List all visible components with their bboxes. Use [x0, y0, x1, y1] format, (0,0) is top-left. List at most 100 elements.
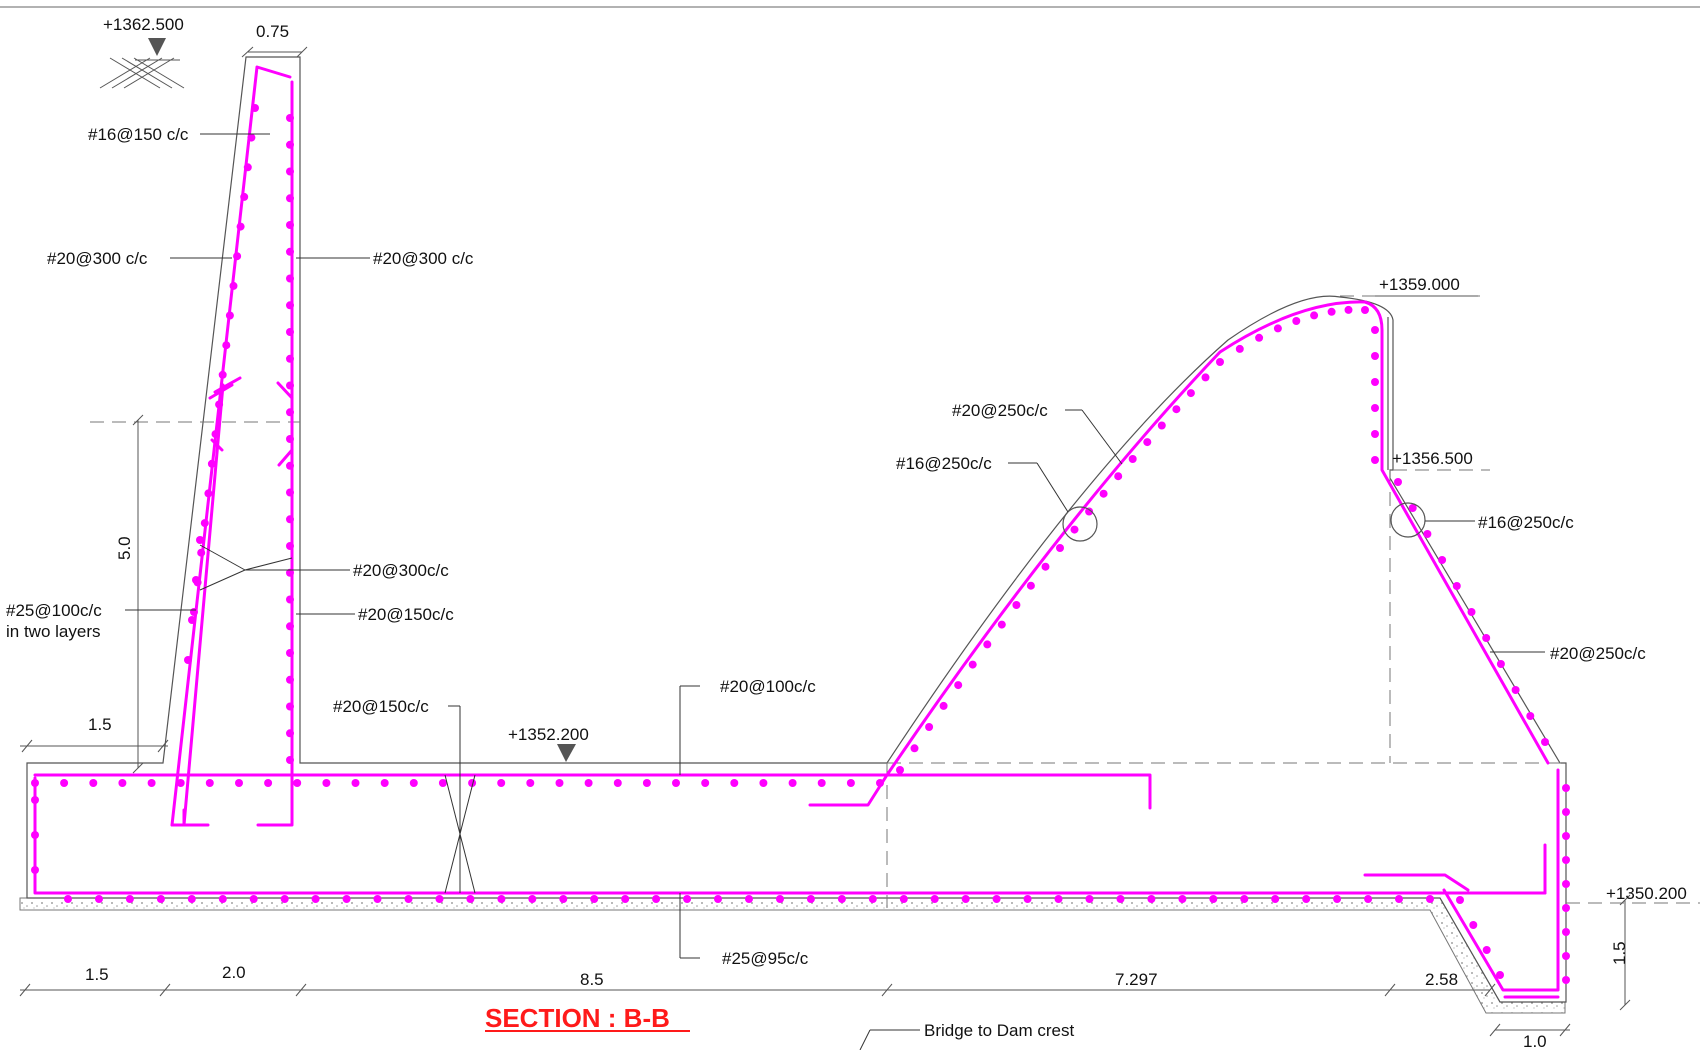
rebar-dot	[118, 779, 127, 787]
elevation-toe: +1350.200	[1606, 884, 1687, 903]
rebar-dot	[776, 895, 784, 903]
elevation-step: +1356.500	[1392, 449, 1473, 468]
rebar-dot	[1408, 504, 1417, 512]
callout-downstream-outer: #20@250c/c	[1550, 644, 1646, 663]
rebar-dot	[1562, 832, 1570, 840]
rebar-dot	[1452, 582, 1461, 590]
callout-wall-back-upper: #20@300 c/c	[373, 249, 474, 268]
rebar-dot	[207, 459, 216, 468]
rebar-dot	[60, 779, 69, 787]
rebar-dot	[837, 895, 846, 903]
rebar-dot	[806, 895, 815, 903]
rebar-dot	[249, 895, 258, 903]
rebar-dot	[1562, 880, 1570, 888]
rebar-dot	[1371, 326, 1379, 334]
rebar-dot	[211, 430, 220, 439]
rebar-dot	[759, 779, 768, 787]
rebar-dot	[613, 779, 622, 787]
rebar-dot	[31, 866, 39, 874]
rebar-dot	[236, 222, 245, 231]
rebar-dot	[286, 702, 294, 711]
rebar-dot	[997, 620, 1006, 629]
rebar-dot	[286, 408, 294, 417]
rebar-dot	[1344, 305, 1353, 314]
key-hook	[1363, 873, 1470, 892]
rebar-dot	[229, 281, 238, 290]
dam-slope-bar	[808, 300, 1550, 807]
rebar-dot	[64, 895, 72, 903]
rebar-dot	[1496, 660, 1505, 668]
rebar-dot	[497, 779, 506, 787]
rebar-dot	[939, 701, 948, 710]
slab-top-bar	[33, 773, 1152, 810]
rebar-dot	[1116, 895, 1125, 903]
rebar-dot	[95, 895, 103, 903]
rebar-dot	[204, 489, 213, 498]
rebar-dot	[1216, 358, 1224, 366]
elevation-slab: +1352.200	[508, 725, 589, 744]
rebar-dot	[954, 681, 963, 690]
rebar-dot	[817, 779, 826, 787]
elevation-top-wall: +1362.500	[103, 15, 184, 34]
rebar-lines	[33, 65, 1560, 999]
rebar-dot	[1292, 317, 1301, 325]
rebar-dot	[1541, 738, 1549, 746]
dim-key-depth: 1.5	[1610, 941, 1629, 965]
rebar-dot	[311, 895, 320, 903]
rebar-dot	[497, 895, 506, 903]
rebar-dot	[526, 779, 535, 787]
dim-bottom-4: 7.297	[1115, 970, 1158, 989]
rebar-dot	[192, 576, 200, 584]
rebar-dot	[31, 831, 39, 839]
rebar-dot	[1302, 895, 1311, 903]
rebar-dot	[1482, 946, 1491, 954]
rebar-dot	[286, 542, 294, 550]
rebar-dot	[286, 247, 294, 256]
rebar-dot	[1511, 686, 1520, 694]
bridge-note: Bridge to Dam crest	[924, 1021, 1074, 1040]
rebar-dot	[1456, 896, 1464, 904]
rebar-dot	[672, 779, 680, 787]
rebar-dot	[187, 895, 196, 903]
dim-wall-top: 0.75	[256, 22, 289, 41]
rebar-dot	[351, 779, 360, 787]
rebar-dot	[286, 729, 294, 738]
callout-wall-front-upper: #20@300 c/c	[47, 249, 148, 268]
rebar-dot	[788, 779, 797, 787]
rebar-dot	[188, 616, 196, 624]
rebar-dot	[1143, 438, 1152, 447]
rebar-dot	[1147, 895, 1156, 903]
callout-slab-top: #20@100c/c	[720, 677, 816, 696]
elevation-crest: +1359.000	[1379, 275, 1460, 294]
rebar-dot	[235, 779, 243, 787]
rebar-dot	[286, 756, 294, 764]
rebar-dot	[286, 488, 294, 497]
concrete-outline	[26, 56, 1567, 1003]
rebar-dot	[243, 163, 252, 172]
rebar-dot	[286, 622, 294, 631]
slab-bottom-bar	[33, 776, 1547, 895]
rebar-dot	[1235, 344, 1244, 353]
callout-dam-slope-outer: #20@250c/c	[952, 401, 1048, 420]
rebar-dot	[1054, 895, 1063, 903]
rebar-dot	[1041, 562, 1050, 571]
rebar-dot	[590, 895, 599, 903]
rebar-dot	[1085, 895, 1094, 903]
detail-circle-left	[1062, 506, 1098, 542]
rebar-dot	[380, 779, 389, 787]
rebar-dot	[31, 796, 39, 804]
callout-wall-front-lower-note: in two layers	[6, 622, 100, 641]
callout-dam-slope-inner: #16@250c/c	[896, 454, 992, 473]
rebar-dot	[899, 895, 908, 903]
toe-bar	[1442, 768, 1560, 992]
rebar-dot	[1496, 971, 1504, 979]
rebar-dot	[293, 779, 302, 787]
rebar-dot	[1562, 952, 1570, 960]
dim-wall-height: 5.0	[115, 536, 134, 560]
rebar-dot	[190, 608, 198, 616]
rebar-dot	[264, 779, 273, 787]
ground-level-symbol	[99, 38, 185, 89]
callout-slab-bottom: #25@95c/c	[722, 949, 809, 968]
rebar-dot	[247, 133, 256, 142]
